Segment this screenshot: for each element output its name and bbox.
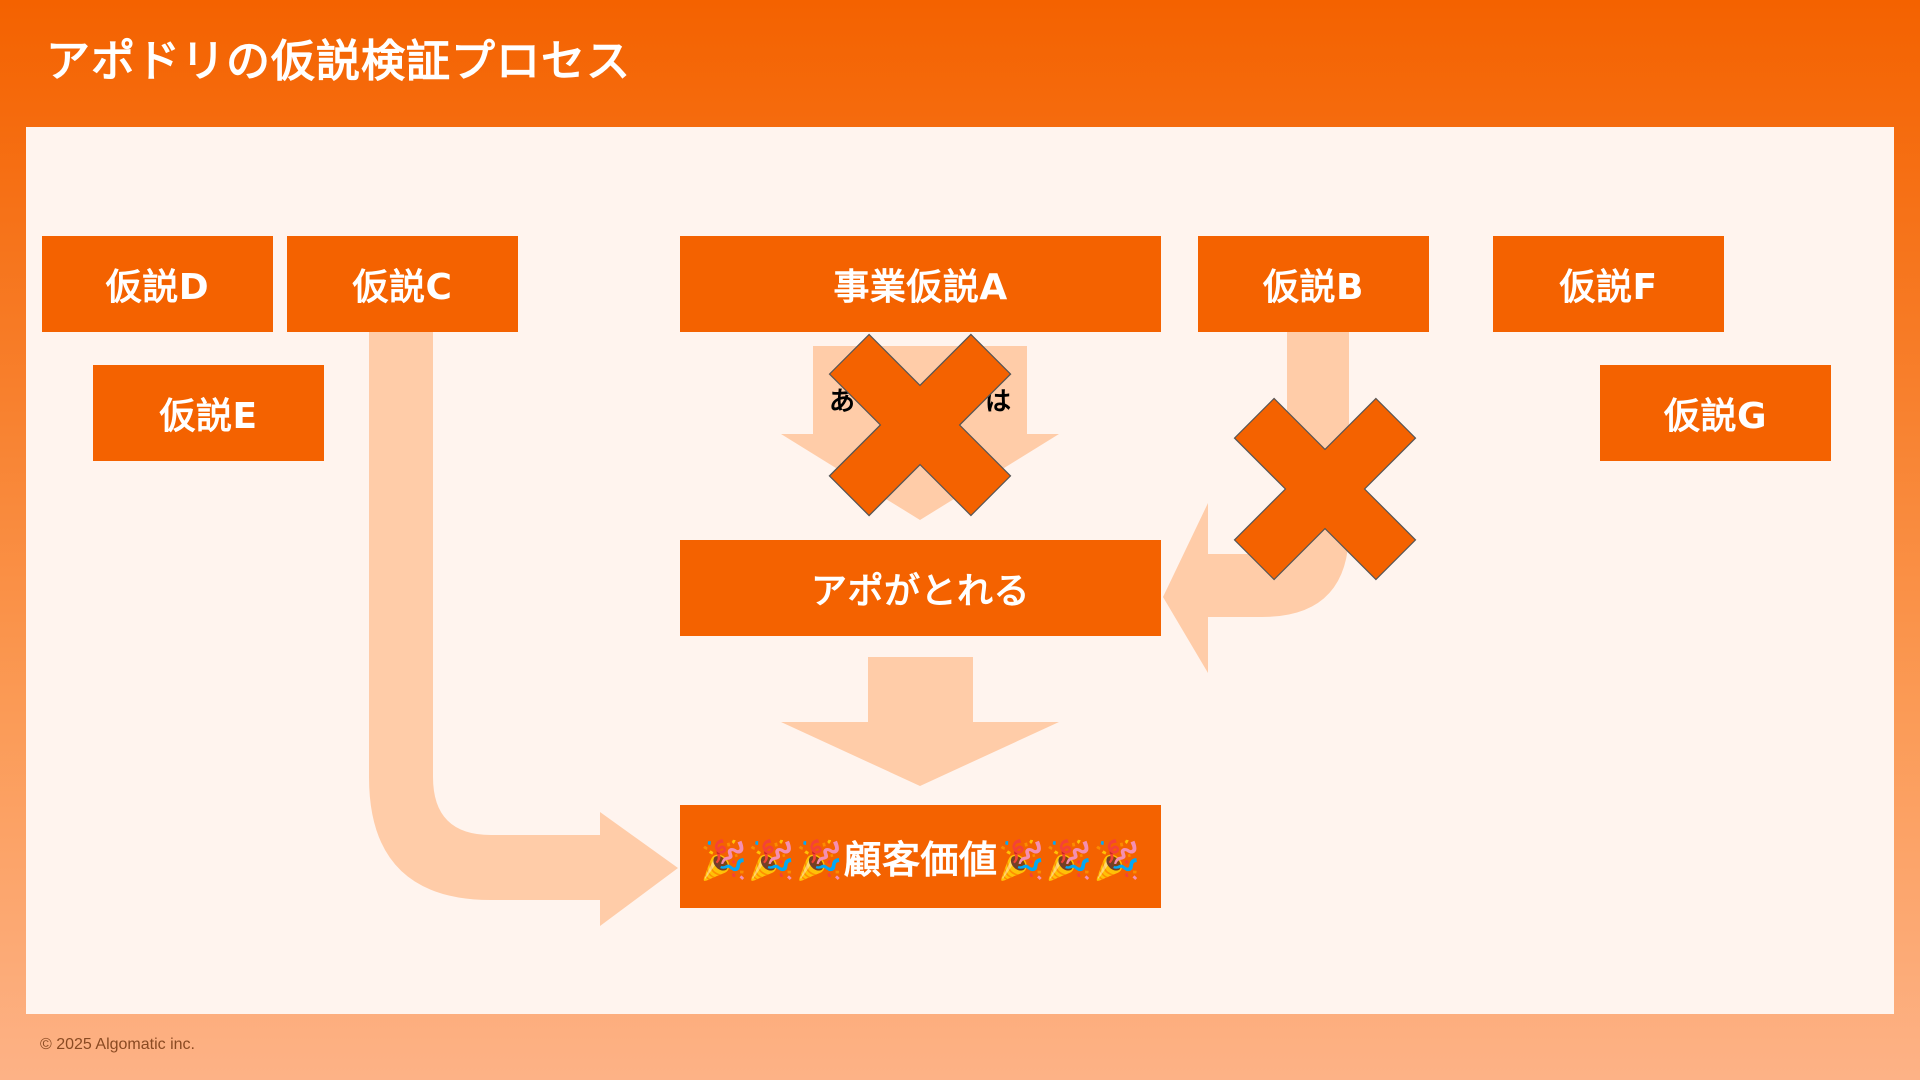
hypothesis-c-box: 仮説C: [287, 236, 518, 332]
arrow-c-to-value: [369, 330, 678, 926]
arrow-appointment-to-value: [781, 657, 1059, 786]
hypothesis-e-box: 仮説E: [93, 365, 324, 461]
hypothesis-a-box: 事業仮説A: [680, 236, 1161, 332]
cross-icon: [828, 333, 1012, 517]
hypothesis-d-box: 仮説D: [42, 236, 273, 332]
customer-value-box: 🎉🎉🎉顧客価値🎉🎉🎉: [680, 805, 1161, 908]
hypothesis-b-box: 仮説B: [1198, 236, 1429, 332]
appointment-box: アポがとれる: [680, 540, 1161, 636]
hypothesis-f-box: 仮説F: [1493, 236, 1724, 332]
hypothesis-g-box: 仮説G: [1600, 365, 1831, 461]
slide-title: アポドリの仮説検証プロセス: [46, 36, 631, 87]
cross-icon: [1233, 397, 1417, 581]
copyright-text: © 2025 Algomatic inc.: [40, 1036, 195, 1053]
arrow-b-to-appointment: [1163, 330, 1349, 673]
